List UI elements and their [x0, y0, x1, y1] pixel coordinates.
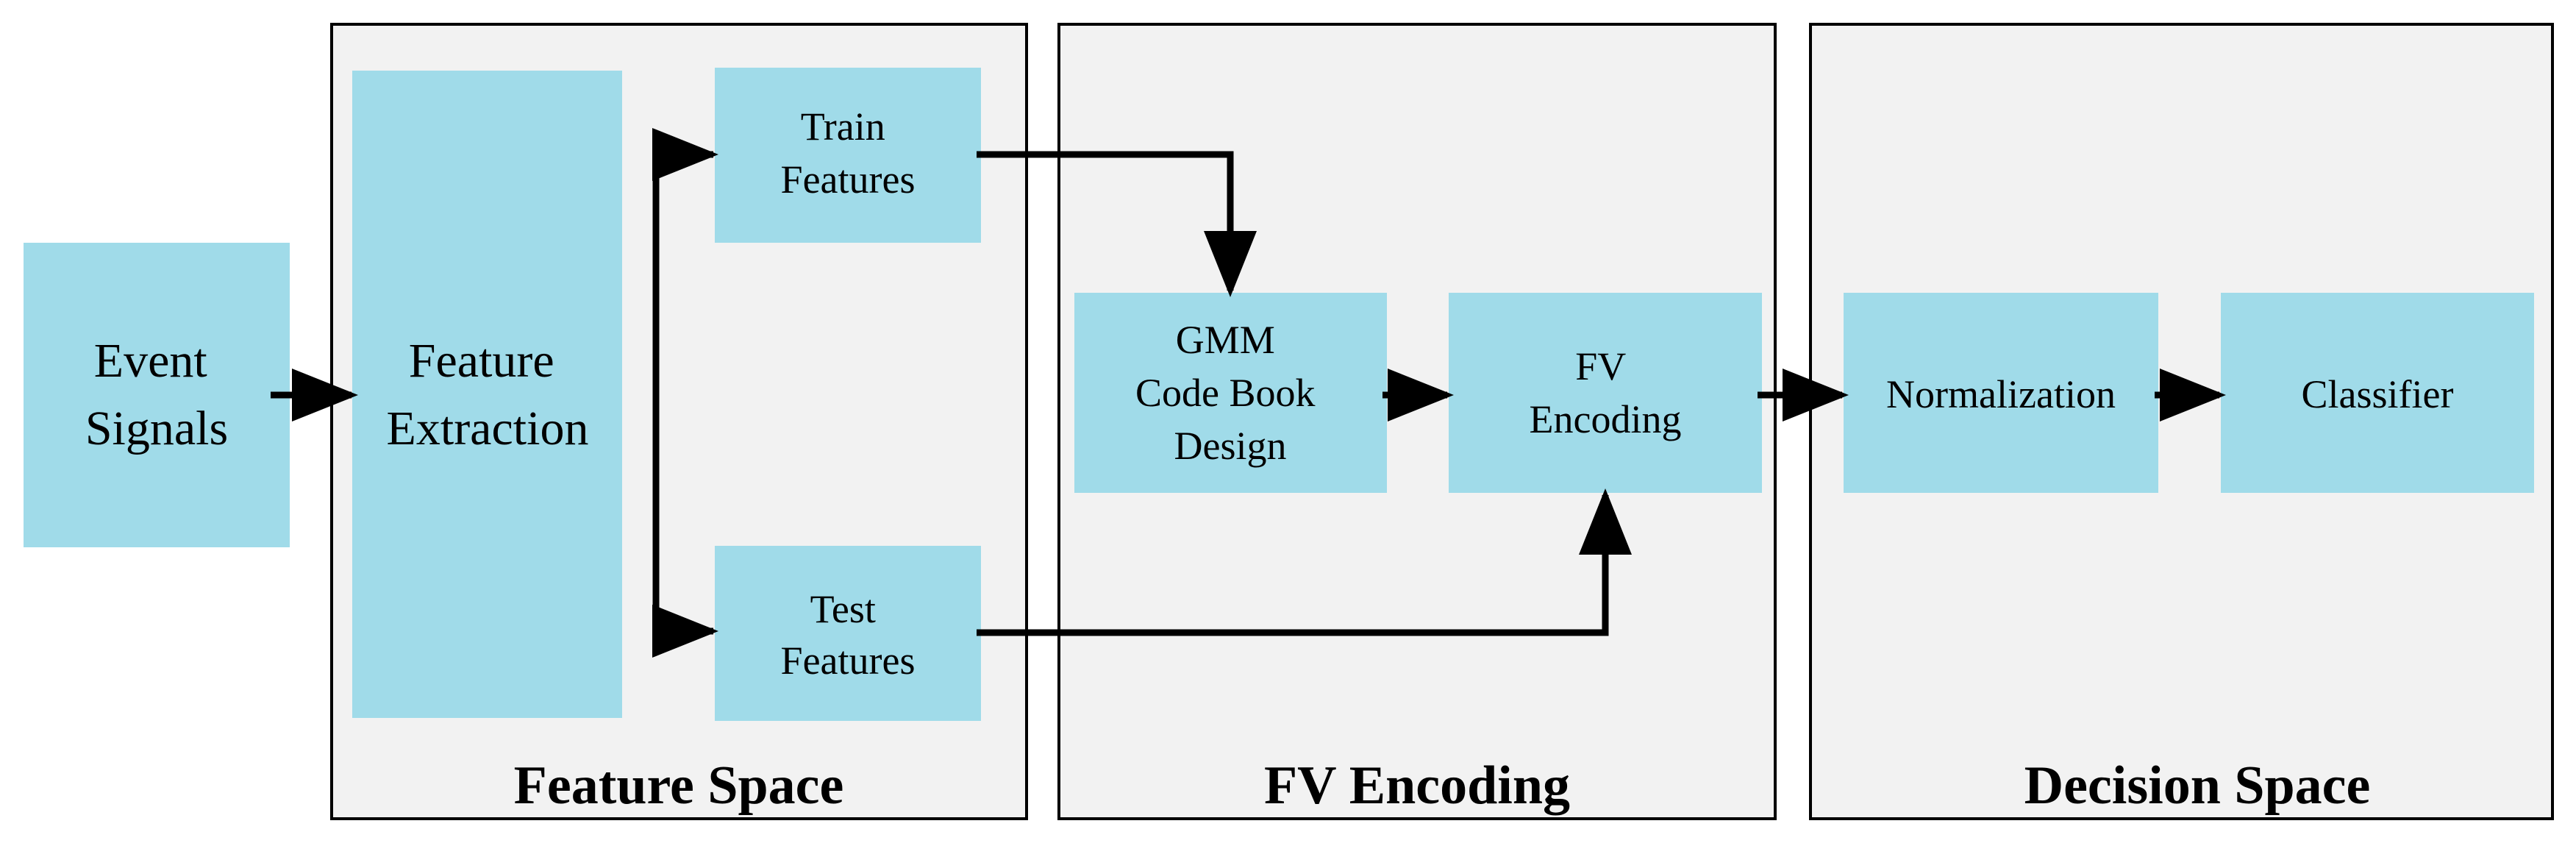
box-gmm-code-book-design: GMM Code Book Design: [1074, 293, 1387, 493]
svg-text:Test Features: Test Features: [781, 587, 916, 683]
gmm-line-3: Design: [1174, 424, 1287, 468]
arrow-test-to-fv: [977, 488, 1632, 636]
box-test-features: Test Features: [715, 546, 981, 721]
svg-text:Classifier: Classifier: [2302, 372, 2454, 416]
test-features-line-2: Features: [781, 639, 916, 683]
event-signals-line-2: Signals: [85, 402, 228, 455]
svg-text:FV Encoding: FV Encoding: [1530, 344, 1682, 441]
test-features-line-1: Test: [810, 587, 876, 631]
box-classifier: Classifier: [2221, 293, 2534, 493]
feature-extraction-line-1: Feature: [409, 334, 554, 388]
gmm-line-2: Code Book: [1135, 371, 1316, 415]
box-train-features: Train Features: [715, 68, 981, 243]
box-event-signals: Event Signals: [24, 243, 290, 547]
feature-extraction-line-2: Extraction: [387, 402, 589, 455]
svg-text:GMM Code Book Desi: GMM Code Book Design: [1135, 318, 1325, 468]
svg-text:Train Features: Train Features: [781, 104, 916, 202]
svg-text:Normalization: Normalization: [1886, 372, 2116, 416]
box-normalization: Normalization: [1844, 293, 2158, 493]
normalization-label: Normalization: [1886, 372, 2116, 416]
fv-encoding-line-1: FV: [1575, 344, 1626, 388]
svg-text:Feature Extraction: Feature Extraction: [387, 334, 589, 455]
train-features-line-1: Train: [801, 104, 885, 149]
classifier-label: Classifier: [2302, 372, 2454, 416]
train-features-line-2: Features: [781, 157, 916, 202]
fv-encoding-line-2: Encoding: [1530, 397, 1682, 441]
arrow-train-to-gmm: [977, 151, 1257, 297]
box-feature-extraction: Feature Extraction: [352, 71, 622, 718]
event-signals-line-1: Event: [94, 334, 207, 388]
panel-title-decision-space: Decision Space: [2024, 755, 2371, 816]
panel-title-feature-space: Feature Space: [514, 755, 844, 816]
gmm-line-1: GMM: [1176, 318, 1275, 362]
connectors: [271, 128, 2226, 658]
box-fv-encoding: FV Encoding: [1449, 293, 1762, 493]
svg-text:Event Signals: Event Signals: [85, 334, 228, 455]
panel-title-fv-encoding: FV Encoding: [1264, 755, 1570, 816]
